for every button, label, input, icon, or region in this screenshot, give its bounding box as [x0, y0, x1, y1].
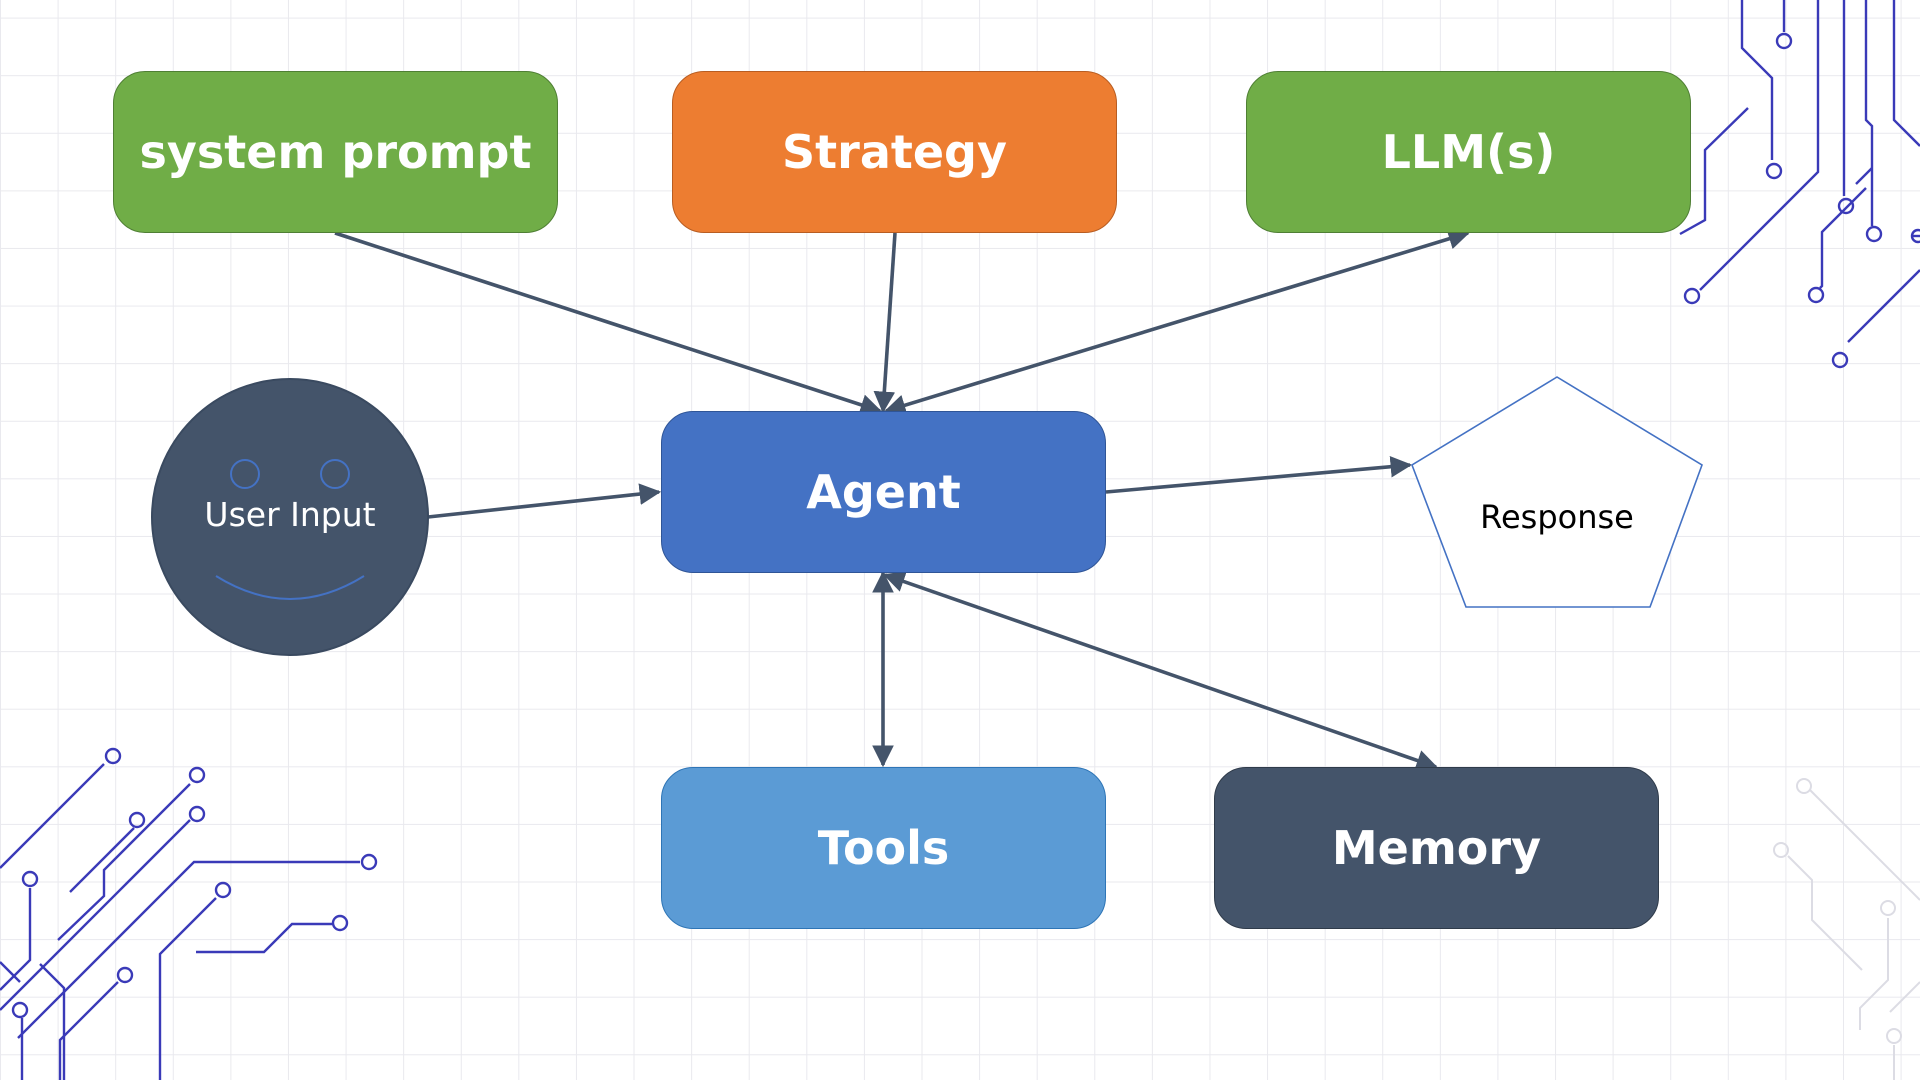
node-system-prompt: system prompt — [113, 71, 558, 233]
circuit-trace-top-right-icon — [1679, 0, 1920, 369]
node-memory: Memory — [1214, 767, 1659, 929]
node-tools-label: Tools — [817, 821, 950, 875]
response-label: Response — [1480, 498, 1634, 536]
node-tools: Tools — [661, 767, 1106, 929]
edge-system-prompt-agent — [334, 231, 883, 416]
node-memory-label: Memory — [1331, 821, 1542, 875]
edge-llms-agent — [883, 228, 1471, 416]
smiley-right-eye — [320, 459, 350, 489]
node-strategy: Strategy — [672, 71, 1117, 233]
smiley-mouth — [215, 575, 365, 600]
edge-user-input-agent — [427, 483, 662, 519]
node-llms: LLM(s) — [1246, 71, 1691, 233]
node-strategy-label: Strategy — [782, 125, 1007, 179]
node-agent: Agent — [661, 411, 1106, 573]
circuit-trace-bottom-right-icon — [1773, 778, 1920, 1080]
node-system-prompt-label: system prompt — [139, 125, 532, 179]
circuit-trace-bottom-left-icon — [0, 747, 378, 1080]
user-input-label: User Input — [204, 495, 376, 534]
node-agent-label: Agent — [806, 465, 961, 519]
response-pentagon — [1411, 376, 1703, 608]
edge-agent-memory — [882, 571, 1439, 771]
smiley-left-eye — [230, 459, 260, 489]
smiley-face-icon — [151, 378, 429, 656]
edge-agent-response — [1105, 455, 1413, 494]
node-llms-label: LLM(s) — [1381, 125, 1556, 179]
